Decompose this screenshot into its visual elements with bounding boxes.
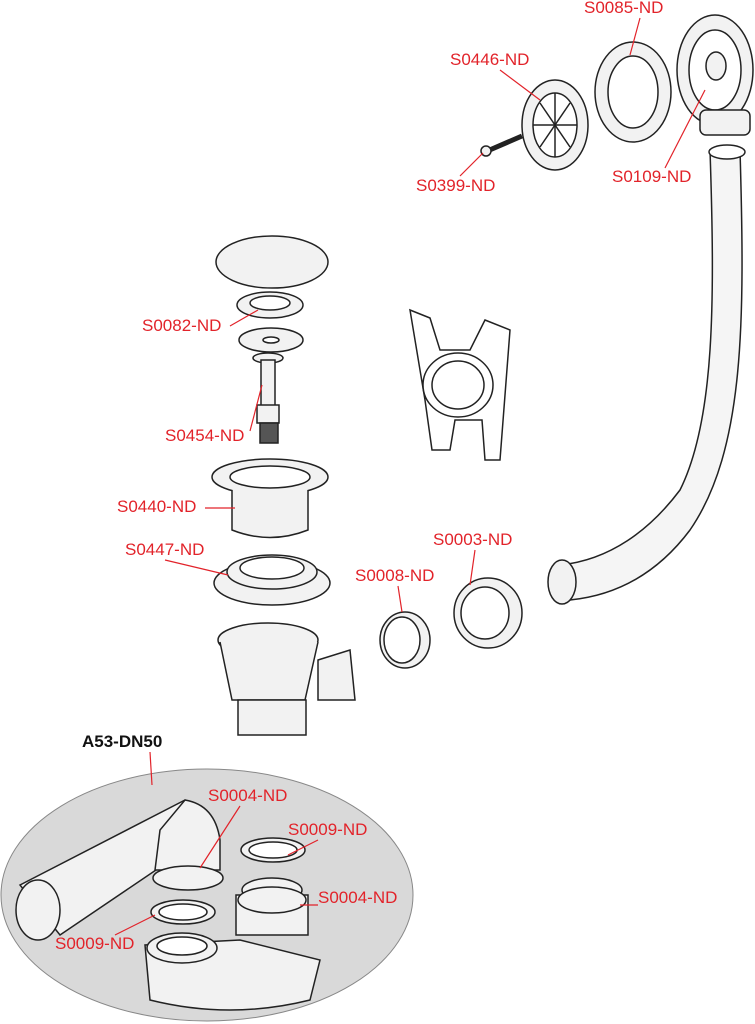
assembly-title: A53-DN50 — [82, 732, 163, 751]
overflow-cover-part — [521, 79, 589, 171]
installation-key-part — [409, 308, 511, 461]
spindle-part — [252, 352, 284, 444]
flexible-hose-part — [559, 149, 743, 601]
trap-body-part — [217, 622, 356, 736]
part-label-s0003: S0003-ND — [433, 530, 513, 549]
drain-flange-part — [211, 458, 329, 539]
part-label-s0454: S0454-ND — [165, 426, 245, 445]
a53-adapter-part — [15, 799, 321, 1011]
part-label-s0004: S0004-ND — [318, 888, 398, 907]
part-label-s0109: S0109-ND — [612, 167, 692, 186]
plug-seal-part — [236, 291, 304, 353]
part-label-s0009: S0009-ND — [288, 820, 368, 839]
part-label-s0008: S0008-ND — [355, 566, 435, 585]
part-label-s0447: S0447-ND — [125, 540, 205, 559]
plug-cap-part — [215, 235, 329, 289]
part-label-s0004: S0004-ND — [208, 786, 288, 805]
seal-ring-part — [379, 611, 431, 669]
part-label-s0446: S0446-ND — [450, 50, 530, 69]
part-label-s0009: S0009-ND — [55, 934, 135, 953]
part-label-s0082: S0082-ND — [142, 316, 222, 335]
overflow-elbow-part — [676, 14, 754, 136]
gasket-part — [213, 554, 331, 606]
part-label-s0440: S0440-ND — [117, 497, 197, 516]
overflow-ring-part — [594, 41, 672, 143]
leader-lines — [114, 17, 706, 936]
union-nut-part — [453, 577, 523, 649]
part-label-s0085: S0085-ND — [584, 0, 664, 17]
part-label-s0399: S0399-ND — [416, 176, 496, 195]
screw-part — [480, 133, 523, 157]
